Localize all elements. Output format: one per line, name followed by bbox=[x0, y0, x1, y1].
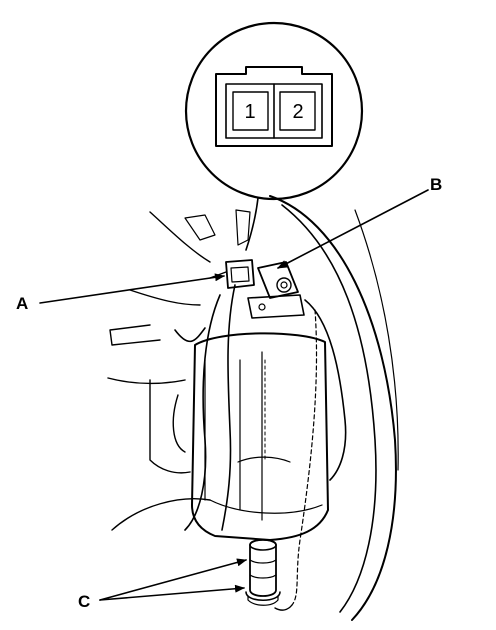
component-b bbox=[247, 261, 305, 319]
callout-c: C bbox=[78, 558, 247, 611]
callout-a-label: A bbox=[16, 294, 28, 313]
connector-a bbox=[209, 259, 255, 289]
vehicle-body bbox=[107, 195, 399, 621]
detail-leader-line bbox=[245, 197, 259, 251]
wiring-harness bbox=[172, 284, 347, 611]
callout-b-label: B bbox=[430, 175, 442, 194]
callout-b: B bbox=[277, 175, 442, 269]
callout-c-leader-lower bbox=[99, 584, 245, 601]
pin-1-label: 1 bbox=[244, 101, 255, 123]
pin-2-terminal bbox=[279, 91, 316, 131]
callout-a: A bbox=[16, 273, 225, 313]
connector-detail-circle bbox=[184, 21, 364, 201]
pin-1-terminal bbox=[232, 91, 269, 131]
callout-b-leader bbox=[277, 189, 429, 269]
canister bbox=[191, 332, 329, 541]
callout-a-leader bbox=[39, 273, 225, 304]
pin-2-label: 2 bbox=[292, 101, 303, 123]
connector-housing bbox=[215, 66, 333, 147]
connector-detail: 1 2 bbox=[184, 21, 364, 201]
callout-c-leader-upper bbox=[99, 558, 247, 601]
filter-c bbox=[245, 538, 281, 606]
callout-c-label: C bbox=[78, 592, 90, 611]
